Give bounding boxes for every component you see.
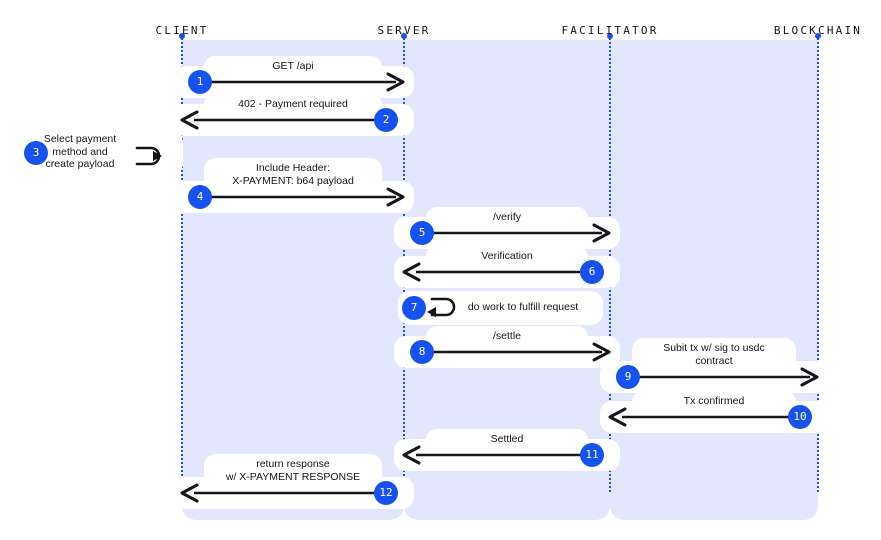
message-label-5: /verify — [492, 210, 521, 223]
lifeline-dot-blockchain — [815, 33, 821, 39]
lifeline-dot-client — [179, 33, 185, 39]
message-badge-4[interactable]: 4 — [188, 185, 212, 209]
lifeline-blockchain — [817, 38, 821, 492]
message-arrow-12 — [180, 483, 394, 503]
message-label-7: do work to fulfill request — [467, 300, 579, 313]
message-badge-9[interactable]: 9 — [616, 365, 640, 389]
message-arrow-11 — [402, 445, 600, 465]
message-badge-3[interactable]: 3 — [24, 141, 48, 165]
message-badge-7[interactable]: 7 — [402, 296, 426, 320]
message-arrow-6 — [402, 262, 600, 282]
lifeline-dot-server — [401, 33, 407, 39]
message-label-10: Tx confirmed — [683, 394, 745, 407]
message-arrow-2 — [180, 110, 394, 130]
message-bubble-7 — [398, 291, 603, 325]
message-badge-2[interactable]: 2 — [374, 108, 398, 132]
message-badge-10[interactable]: 10 — [788, 405, 812, 429]
message-arrow-10 — [608, 407, 808, 427]
message-label-1: GET /api — [272, 59, 314, 72]
message-arrow-4 — [190, 187, 405, 207]
message-label-2: 402 - Payment required — [238, 97, 348, 110]
actor-label-client: CLIENT — [155, 24, 209, 37]
message-badge-8[interactable]: 8 — [410, 340, 434, 364]
message-arrow-1 — [190, 72, 405, 92]
message-badge-5[interactable]: 5 — [410, 221, 434, 245]
message-label-9: Subit tx w/ sig to usdc contract — [663, 342, 765, 367]
actor-label-blockchain: BLOCKCHAIN — [773, 24, 863, 37]
message-badge-1[interactable]: 1 — [188, 70, 212, 94]
self-loop-arrow-icon-3 — [135, 146, 162, 166]
message-badge-6[interactable]: 6 — [580, 260, 604, 284]
message-arrow-8 — [412, 342, 611, 362]
self-loop-arrow-icon-7 — [427, 297, 456, 317]
lifeline-dot-facilitator — [607, 33, 613, 39]
message-badge-11[interactable]: 11 — [580, 443, 604, 467]
message-arrow-9 — [618, 367, 819, 387]
actor-label-server: SERVER — [377, 24, 431, 37]
message-label-12: return response w/ X-PAYMENT RESPONSE — [225, 458, 361, 483]
message-badge-12[interactable]: 12 — [374, 481, 398, 505]
message-arrow-5 — [412, 223, 611, 243]
lane-band-facilitator-blockchain — [610, 40, 818, 520]
message-label-3: Select payment method and create payload — [43, 133, 117, 171]
message-label-6: Verification — [481, 249, 533, 262]
message-label-4: Include Header: X-PAYMENT: b64 payload — [232, 162, 354, 187]
message-label-11: Settled — [490, 432, 524, 445]
actor-label-facilitator: FACILITATOR — [561, 24, 659, 37]
lifeline-client — [181, 38, 185, 492]
message-label-8: /settle — [492, 329, 521, 342]
